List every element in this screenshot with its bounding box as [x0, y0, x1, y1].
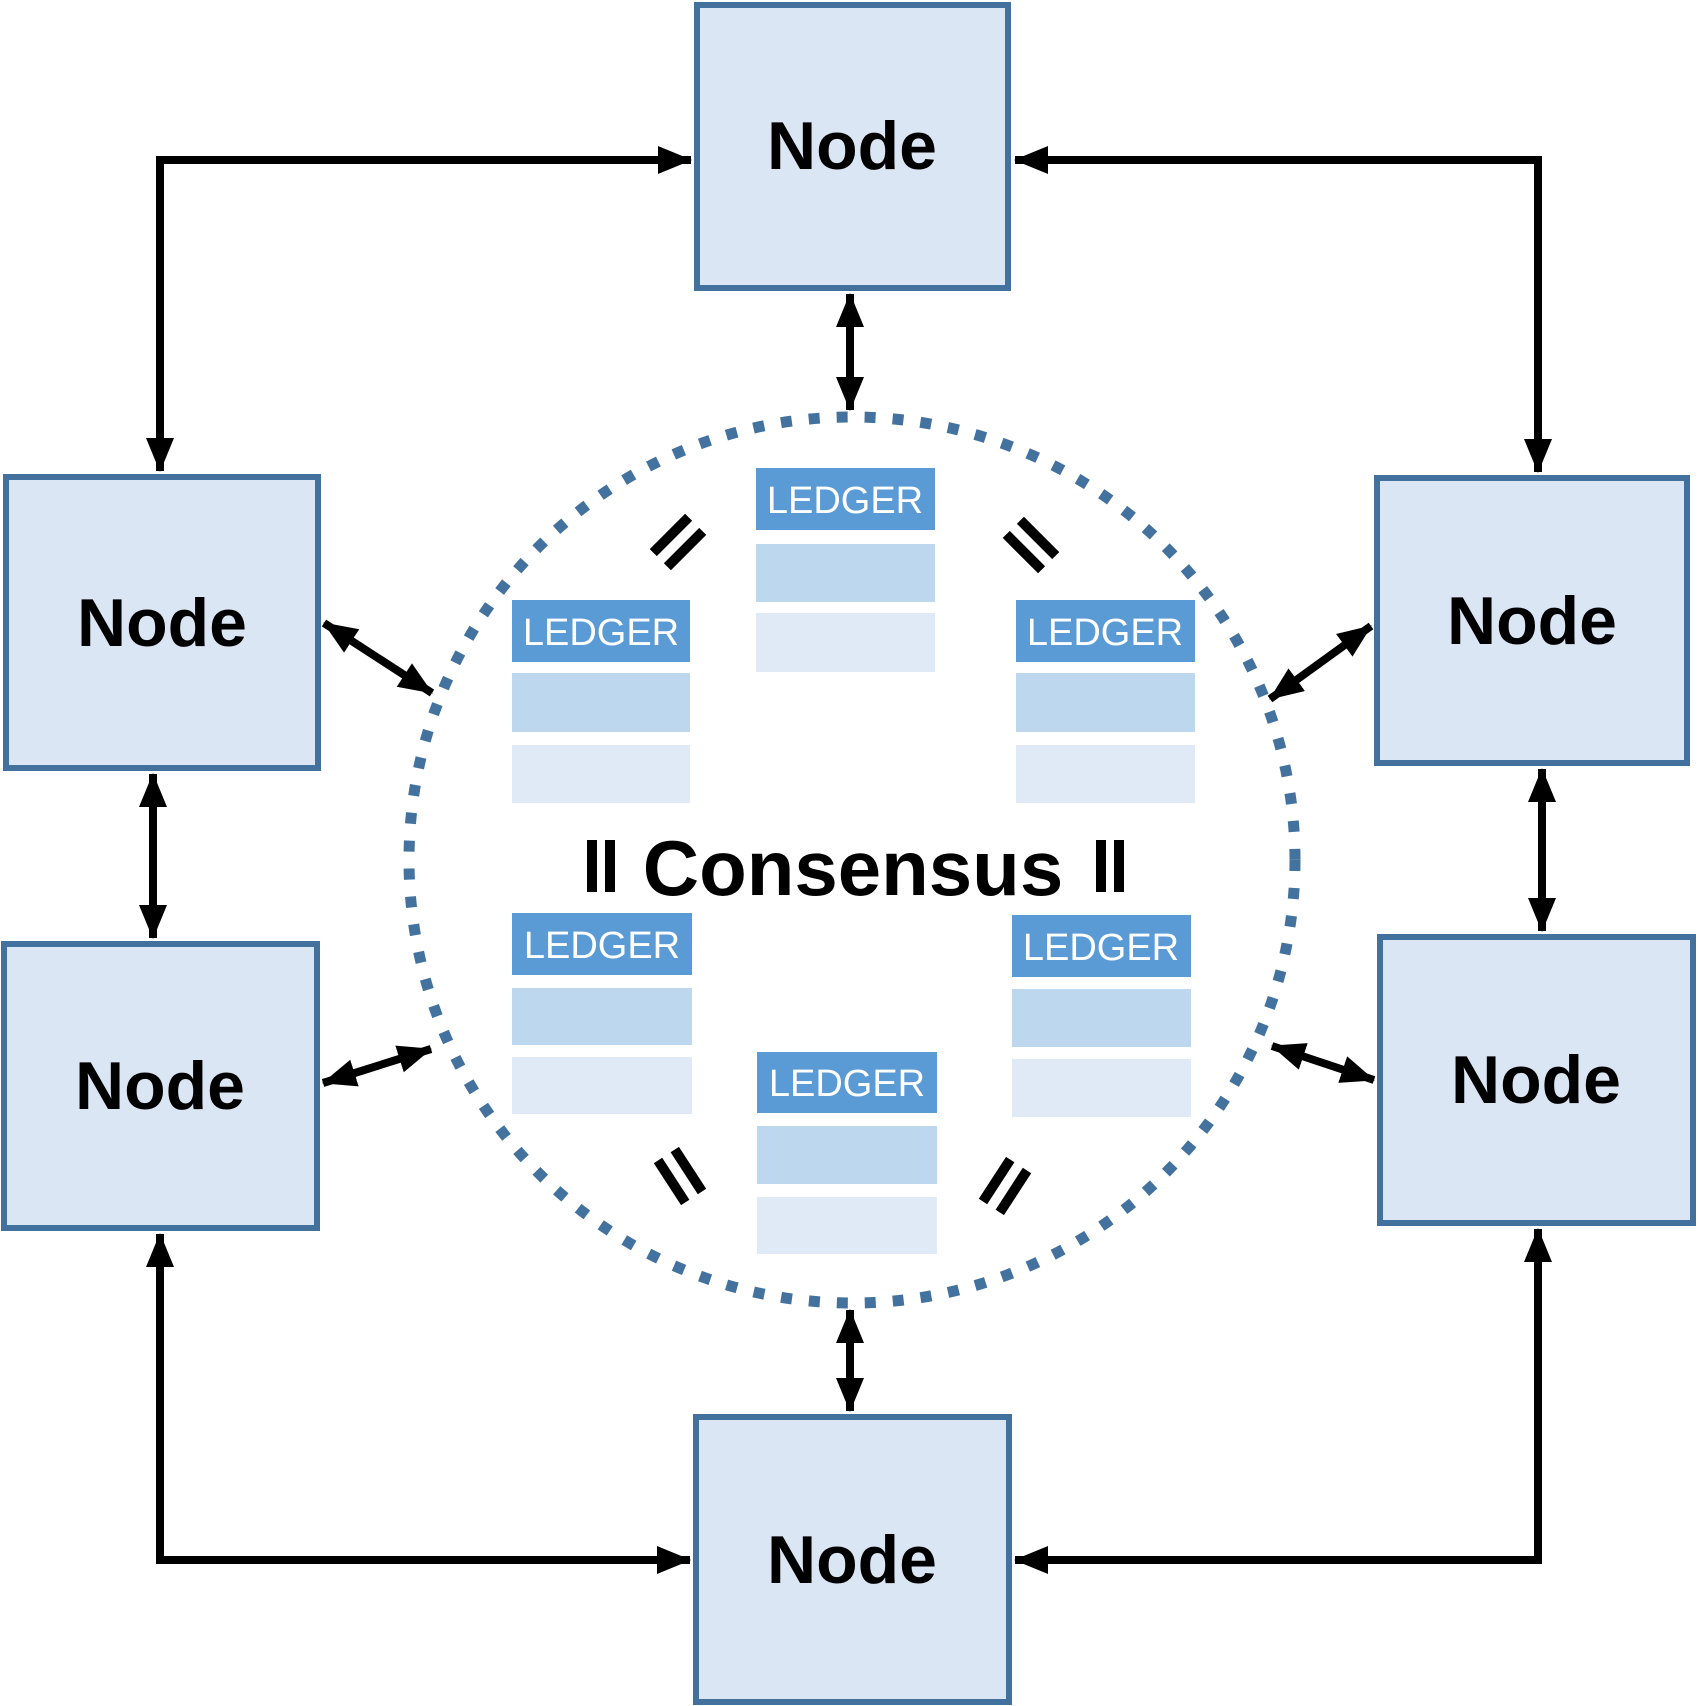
ledger-right-lower-label: LEDGER — [1023, 927, 1179, 969]
node-bottom-box — [693, 1414, 1012, 1705]
ledger-left-upper-row1 — [512, 673, 690, 732]
equals-icon-bottom-left — [653, 1146, 707, 1206]
ledger-left-lower-row1 — [512, 988, 692, 1045]
ledger-bottom-label: LEDGER — [769, 1063, 925, 1105]
arrow-left-upper-to-top — [146, 146, 692, 472]
arrow-right-lower-to-bottom — [1014, 1228, 1552, 1574]
consensus-circle — [403, 411, 1301, 1309]
ledger-bottom-row1 — [757, 1126, 937, 1184]
equals-icon-mid-left — [587, 840, 615, 892]
equals-icon-top-right — [1002, 516, 1060, 574]
arrow-left-lower-node-to-circle — [321, 1045, 433, 1087]
node-top-box — [694, 2, 1011, 291]
ledger-right-upper: LEDGER — [1016, 600, 1195, 803]
node-right-lower-box — [1377, 934, 1696, 1226]
node-right-upper-box — [1374, 475, 1690, 766]
ledger-left-upper-label: LEDGER — [523, 612, 679, 654]
node-right-lower: Node — [1377, 934, 1696, 1226]
node-right-upper-label: Node — [1447, 583, 1617, 659]
ledger-top-row2 — [756, 613, 935, 672]
ledger-left-lower-row2 — [512, 1057, 692, 1114]
ledger-left-lower-label: LEDGER — [524, 925, 680, 967]
node-left-lower: Node — [1, 941, 320, 1231]
arrow-right-lower-node-to-circle — [1270, 1042, 1376, 1084]
ledger-right-upper-row1 — [1016, 673, 1195, 732]
arrow-right-upper-to-top — [1014, 146, 1552, 473]
ledger-top-header — [756, 468, 935, 530]
equals-icon-mid-right — [1096, 840, 1124, 892]
ledger-right-lower: LEDGER — [1012, 915, 1191, 1117]
node-left-lower-box — [1, 941, 320, 1231]
ledger-left-upper: LEDGER — [512, 600, 690, 803]
ledger-left-upper-row2 — [512, 745, 690, 803]
ledger-right-upper-row2 — [1016, 745, 1195, 803]
node-left-upper: Node — [3, 474, 321, 771]
ledger-right-lower-row1 — [1012, 989, 1191, 1047]
node-bottom: Node — [693, 1414, 1012, 1705]
node-right-upper: Node — [1374, 475, 1690, 766]
ledger-bottom: LEDGER — [757, 1052, 937, 1254]
equals-icon-bottom-right — [978, 1156, 1032, 1216]
ledger-top-row1 — [756, 544, 935, 602]
ledger-top-label: LEDGER — [767, 480, 923, 522]
ledger-left-lower-header — [512, 913, 692, 975]
node-top-label: Node — [767, 108, 937, 184]
arrow-left-lower-to-bottom — [146, 1233, 691, 1574]
ledger-right-lower-header — [1012, 915, 1191, 977]
node-left-lower-label: Node — [75, 1048, 245, 1124]
node-left-upper-label: Node — [77, 585, 247, 661]
node-left-upper-box — [3, 474, 321, 771]
ledger-right-upper-header — [1016, 600, 1195, 662]
node-bottom-label: Node — [767, 1522, 937, 1598]
node-right-lower-label: Node — [1451, 1042, 1621, 1118]
ledger-bottom-row2 — [757, 1197, 937, 1254]
ledger-right-lower-row2 — [1012, 1059, 1191, 1117]
ledger-right-upper-label: LEDGER — [1027, 612, 1183, 654]
arrow-right-upper-node-to-circle — [1267, 622, 1374, 703]
ledger-left-lower: LEDGER — [512, 913, 692, 1114]
arrow-left-upper-node-to-circle — [321, 619, 435, 697]
consensus-label: Consensus — [643, 824, 1063, 912]
ledger-left-upper-header — [512, 600, 690, 662]
ledger-top: LEDGER — [756, 468, 935, 672]
node-top: Node — [694, 2, 1011, 291]
equals-icon-top-left — [649, 513, 707, 571]
ledger-bottom-header — [757, 1052, 937, 1113]
